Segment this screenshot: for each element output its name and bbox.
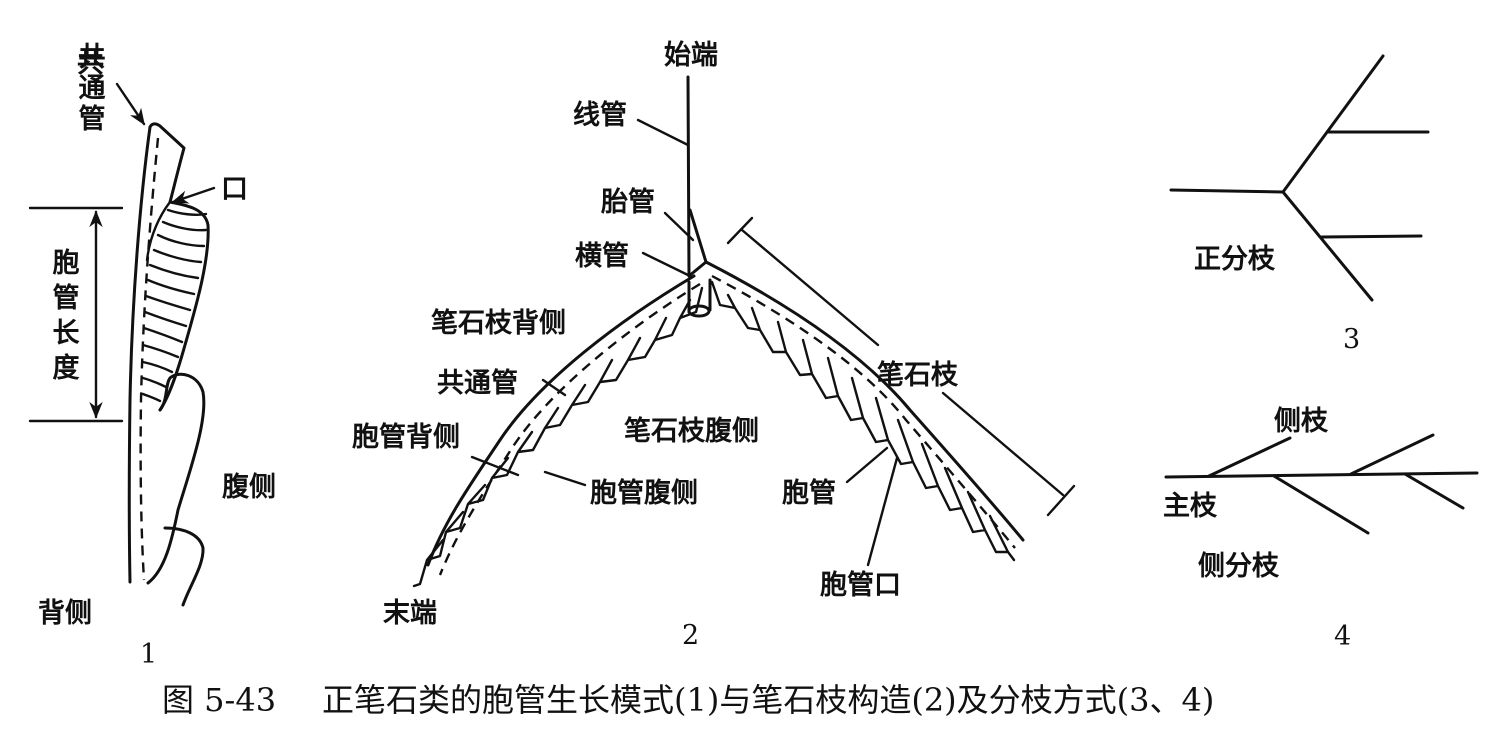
sicula (687, 208, 708, 278)
panel-number-2: 2 (682, 620, 699, 651)
leader-sicula (663, 211, 695, 242)
theca-inner (145, 200, 172, 262)
next-theca (146, 372, 206, 585)
label-stipe: 笔石枝 (877, 359, 959, 391)
common-canal-line (139, 137, 160, 581)
panel-number-4: 4 (1334, 621, 1351, 652)
left-stipe-dorsal (426, 274, 696, 567)
theca-body (158, 200, 210, 412)
nema-line (686, 75, 691, 278)
label-sicula: 胎管 (601, 187, 655, 218)
label-theca-length: 胞 管 长 度 (50, 246, 82, 386)
label-theca: 胞管 (781, 478, 836, 509)
theca-length-char: 胞 (52, 248, 80, 279)
crossing-canal-end (687, 304, 711, 318)
label-proximal-end: 始端 (664, 39, 718, 71)
panel-number-1: 1 (140, 639, 157, 670)
branch-base (1169, 188, 1285, 194)
caption-number: 图 5-43 (162, 681, 276, 719)
right-thecae (710, 280, 1016, 562)
label-lateral-branching: 侧分枝 (1198, 551, 1280, 582)
lateral-branch-1 (1207, 436, 1292, 478)
panel-number-3: 3 (1343, 324, 1360, 355)
label-main-stipe: 主枝 (1163, 491, 1218, 522)
label-dichotomous: 正分枝 (1194, 244, 1276, 275)
label-common-canal-vertical-text: 共通管 (78, 42, 106, 135)
label-crossing-canal: 横管 (575, 241, 629, 272)
panel-1-thecal-growth: 共 口 背侧 腹侧 1 (28, 48, 276, 670)
label-theca-ventral: 胞管腹侧 (589, 478, 698, 509)
label-nema: 线管 (573, 100, 627, 131)
label-aperture: 口 (221, 174, 248, 205)
label-theca-dorsal: 胞管背侧 (351, 422, 460, 453)
panel-3-dichotomous: 正分枝 3 (1169, 54, 1430, 355)
right-stipe-dorsal (704, 260, 1025, 542)
branch-lower-sub (1320, 234, 1423, 239)
branch-lower (1281, 190, 1374, 302)
label-common-canal: 共通管 (437, 368, 518, 399)
main-stipe-line (1164, 471, 1479, 479)
panel-2-stipe-structure: 始端 线管 胎管 横管 笔石枝背侧 共通管 胞管背侧 笔石枝腹侧 胞管腹侧 笔石… (351, 39, 1076, 651)
common-canal-arrow-icon (115, 82, 146, 126)
leader-crossing-canal (641, 251, 690, 277)
branch-upper (1281, 54, 1385, 194)
figure-caption: 图 5-43 正笔石类的胞管生长模式(1)与笔石枝构造(2)及分枝方式(3、4) (162, 681, 1214, 719)
stipe-bar-upper (740, 228, 880, 347)
lateral-branch-2 (1272, 474, 1370, 535)
theca-length-char: 长 (52, 318, 80, 349)
left-common-canal (438, 282, 701, 576)
lateral-branch-3 (1349, 433, 1435, 476)
leader-theca-ventral (543, 470, 587, 487)
label-thecal-aperture: 胞管口 (819, 570, 901, 601)
theca-length-char: 度 (52, 353, 80, 384)
stipe-bar-top-cap (726, 216, 754, 245)
leader-theca (845, 446, 889, 484)
stipe-bar-lower (941, 391, 1065, 497)
caption-text: 正笔石类的胞管生长模式(1)与笔石枝构造(2)及分枝方式(3、4) (322, 681, 1214, 719)
right-common-canal (711, 274, 1016, 549)
leader-thecal-aperture (866, 456, 899, 567)
aperture-arrow-icon (171, 186, 216, 204)
label-distal-end: 末端 (383, 598, 437, 629)
label-common-canal-1: 共 (77, 48, 104, 79)
leader-common-canal (541, 378, 567, 397)
stipe-bar-bottom-cap (1046, 484, 1076, 517)
label-ventral: 腹侧 (221, 472, 276, 503)
label-dorsal: 背侧 (38, 598, 92, 629)
leader-nema (636, 118, 690, 147)
panel-4-lateral: 侧枝 主枝 侧分枝 4 (1163, 406, 1479, 652)
growth-lines (141, 208, 208, 403)
lateral-branch-4 (1403, 472, 1465, 510)
leader-theca-dorsal (470, 455, 520, 477)
common-canal-top (148, 122, 186, 204)
left-thecae (412, 286, 704, 588)
lower-theca (163, 526, 205, 607)
label-lateral-branch: 侧枝 (1274, 406, 1329, 437)
label-stipe-dorsal: 笔石枝背侧 (431, 307, 566, 339)
dorsal-wall (127, 125, 152, 584)
theca-length-char: 管 (52, 283, 80, 314)
crossing-canal (687, 278, 712, 314)
label-stipe-ventral: 笔石枝腹侧 (624, 415, 759, 447)
